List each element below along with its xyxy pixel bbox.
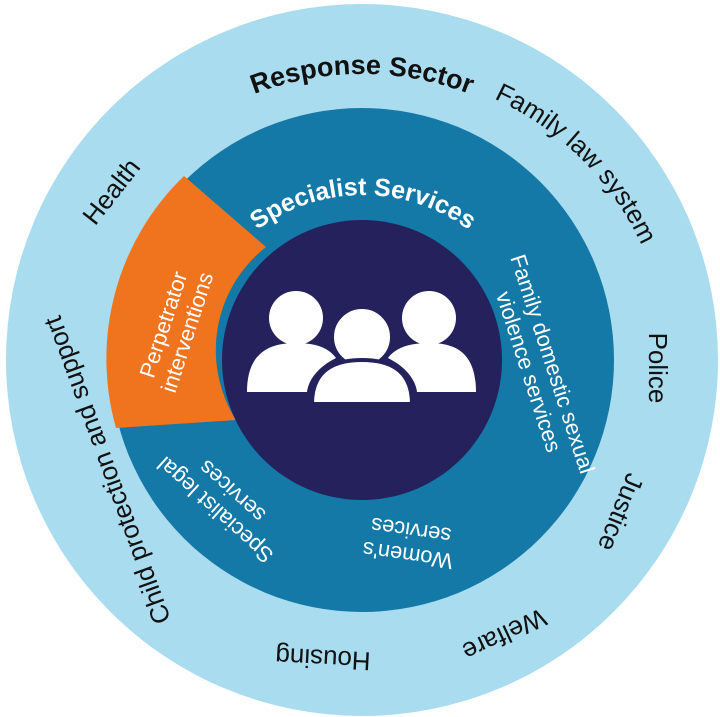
people-group-icon bbox=[247, 291, 476, 406]
outer-item-housing: Housing bbox=[275, 642, 372, 677]
perpetrator-segment bbox=[106, 176, 266, 428]
outer-item-police: Police bbox=[643, 333, 673, 404]
